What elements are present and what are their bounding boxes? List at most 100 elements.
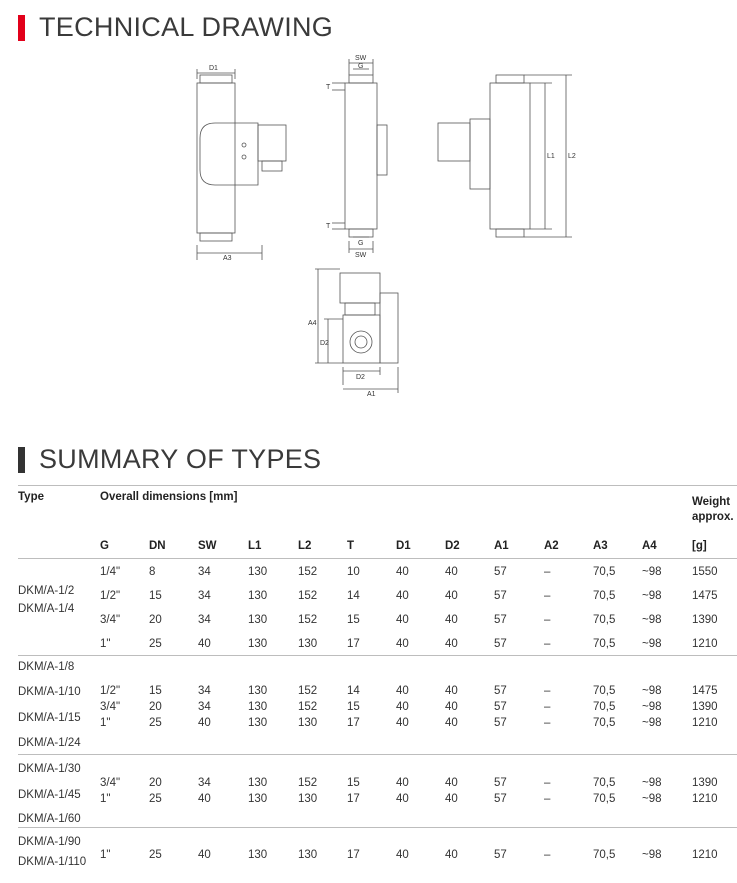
heading-accent-bar (18, 14, 25, 41)
table-cell: 57 (494, 717, 507, 729)
table-cell: 40 (198, 793, 211, 805)
table-cell: 1/2" (100, 685, 121, 697)
table-cell: 70,5 (593, 614, 616, 626)
table-cell: 130 (248, 717, 268, 729)
table-cell: 20 (149, 777, 162, 789)
type-name: DKM/A-1/2 (18, 585, 75, 597)
table-cell: 40 (396, 849, 409, 861)
table-cell: 40 (445, 717, 458, 729)
table-cell: 40 (445, 590, 458, 602)
table-cell: ~98 (642, 590, 662, 602)
type-header: Type (18, 491, 44, 503)
table-cell: 152 (298, 614, 318, 626)
table-cell: 1210 (692, 849, 718, 861)
label-t-bottom: T (326, 223, 331, 230)
table-cell: 34 (198, 685, 211, 697)
table-cell: 34 (198, 701, 211, 713)
weight-header: Weight (692, 496, 731, 508)
table-cell: 1210 (692, 717, 718, 729)
table-cell: 1550 (692, 566, 718, 578)
label-a1: A1 (367, 391, 376, 398)
table-cell: 152 (298, 777, 318, 789)
label-d2-bottom: D2 (356, 374, 365, 381)
table-cell: 10 (347, 566, 360, 578)
table-cell: 40 (396, 638, 409, 650)
table-cell: ~98 (642, 685, 662, 697)
table-cell: 1390 (692, 777, 718, 789)
table-row-rule (18, 655, 737, 656)
column-header: L2 (298, 540, 312, 552)
table-cell: 70,5 (593, 701, 616, 713)
table-cell: 40 (445, 685, 458, 697)
table-cell: 40 (445, 614, 458, 626)
type-name: DKM/A-1/30 (18, 763, 81, 775)
table-cell: 17 (347, 717, 360, 729)
table-cell: ~98 (642, 614, 662, 626)
right-housing (469, 118, 491, 190)
table-cell: 1" (100, 849, 111, 861)
type-name: DKM/A-1/45 (18, 789, 81, 801)
table-cell: 25 (149, 638, 162, 650)
column-header: A3 (593, 540, 608, 552)
table-cell: 40 (396, 566, 409, 578)
table-cell: 130 (248, 793, 268, 805)
table-cell: 17 (347, 849, 360, 861)
table-cell: 1/4" (100, 566, 121, 578)
table-cell: 70,5 (593, 717, 616, 729)
right-top-fitting (495, 74, 525, 84)
table-cell: 57 (494, 614, 507, 626)
type-name: DKM/A-1/90 (18, 836, 81, 848)
column-header: G (100, 540, 109, 552)
table-cell: 1" (100, 793, 111, 805)
column-header: D1 (396, 540, 411, 552)
column-header: D2 (445, 540, 460, 552)
table-cell: 34 (198, 590, 211, 602)
table-cell: 152 (298, 566, 318, 578)
front-top-fitting (199, 74, 233, 84)
type-name: DKM/A-1/110 (18, 856, 87, 868)
table-cell: – (544, 849, 551, 861)
table-cell: 152 (298, 685, 318, 697)
table-cell: 130 (248, 777, 268, 789)
table-cell: – (544, 638, 551, 650)
table-cell: – (544, 685, 551, 697)
front-screw-1 (241, 142, 247, 148)
table-cell: ~98 (642, 717, 662, 729)
bottom-port-inner (354, 335, 368, 349)
table-cell: – (544, 777, 551, 789)
table-cell: 130 (248, 685, 268, 697)
dims-header: Overall dimensions [mm] (100, 491, 238, 503)
column-header: A1 (494, 540, 509, 552)
table-cell: 34 (198, 614, 211, 626)
table-cell: 70,5 (593, 566, 616, 578)
weight-header-approx: approx. (692, 511, 734, 523)
label-g-top: G (358, 63, 363, 70)
table-cell: 40 (396, 614, 409, 626)
technical-drawing-heading: TECHNICAL DRAWING (18, 12, 333, 43)
table-cell: 57 (494, 638, 507, 650)
table-cell: 15 (149, 685, 162, 697)
bottom-housing (379, 292, 399, 364)
heading-bar (18, 446, 25, 473)
table-cell: – (544, 793, 551, 805)
table-row-rule (18, 827, 737, 828)
column-header: SW (198, 540, 217, 552)
label-d2-side: D2 (320, 340, 329, 347)
table-cell: 70,5 (593, 793, 616, 805)
table-cell: 14 (347, 685, 360, 697)
bottom-port-outer (349, 330, 373, 354)
table-cell: 25 (149, 849, 162, 861)
side-top-fitting (348, 74, 374, 84)
table-cell: 130 (248, 614, 268, 626)
right-connector (437, 122, 471, 162)
table-cell: 130 (248, 701, 268, 713)
right-body-outline (489, 82, 531, 230)
table-cell: 152 (298, 590, 318, 602)
table-cell: 1210 (692, 638, 718, 650)
table-cell: 15 (347, 701, 360, 713)
bottom-neck (344, 302, 376, 316)
column-header: DN (149, 540, 166, 552)
table-cell: 17 (347, 793, 360, 805)
table-cell: 40 (445, 701, 458, 713)
table-cell: – (544, 566, 551, 578)
